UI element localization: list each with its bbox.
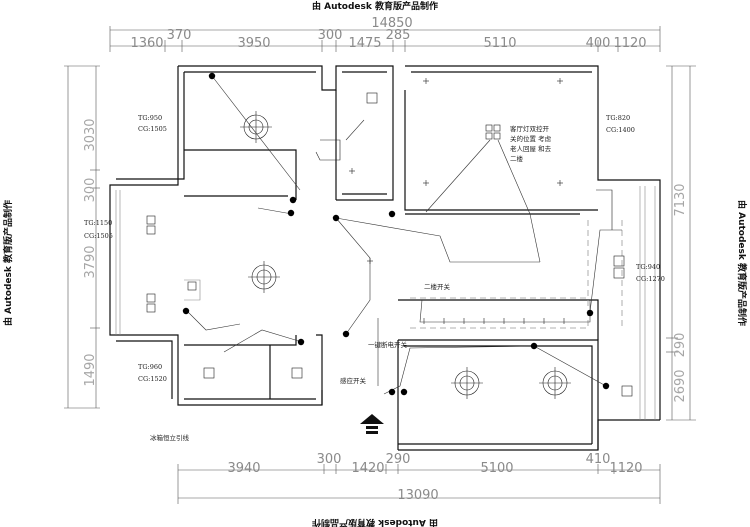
dim-bottom-seg-6: 410: [586, 452, 611, 467]
dim-top-seg-4: 300: [318, 28, 343, 43]
dim-bottom-seg-3: 1420: [351, 461, 384, 476]
dim-bottom-seg-7: 1120: [609, 461, 642, 476]
dim-right-seg-1: 7130: [673, 183, 688, 216]
downlights: [146, 92, 633, 397]
note-living-switch-2: 关的位置 考虑: [510, 134, 552, 143]
watermark-bottom: 由 Autodesk 教育版产品制作: [312, 517, 438, 527]
note-living-switch-1: 客厅灯双控开: [510, 124, 550, 133]
note-living-switch-4: 二楼: [510, 154, 524, 163]
dim-right-seg-3: 2690: [673, 369, 688, 402]
entrance-arrow-icon: [360, 414, 384, 434]
dim-top-total: 14850: [371, 16, 412, 31]
note-fridge: 冰箱恒立引线: [150, 433, 190, 442]
label-room-right-cg: CG:1270: [636, 275, 665, 283]
note-sensor-switch: 感应开关: [340, 376, 367, 385]
switch-nodes: [182, 72, 610, 396]
label-room-right-tg: TG:940: [636, 263, 660, 271]
dim-left-seg-4: 1490: [83, 353, 98, 386]
dim-top-seg-1: 1360: [130, 36, 163, 51]
dim-top-seg-5: 1475: [348, 36, 381, 51]
label-room-tl-tg: TG:950: [138, 114, 162, 122]
light-fixture-bedroom-top: [240, 111, 272, 143]
dim-top-seg-6: 285: [386, 28, 411, 43]
bottom-dimension-lines: [177, 464, 661, 504]
dim-bottom-seg-4: 290: [386, 452, 411, 467]
label-room-tr-tg: TG:820: [606, 114, 630, 122]
dim-top-seg-2: 370: [167, 28, 192, 43]
dim-bottom-total: 13090: [397, 488, 438, 503]
dim-bottom-seg-2: 300: [317, 452, 342, 467]
label-room-bl-tg: TG:960: [138, 363, 162, 371]
dim-top-seg-7: 5110: [483, 36, 516, 51]
ceiling-lights: [240, 111, 571, 399]
note-one-key-power: 一键断电开关: [368, 340, 408, 349]
dashed-lines: [410, 220, 623, 330]
watermark-right: 由 Autodesk 教育版产品制作: [736, 200, 748, 326]
light-fixture-bedroom-bottom-1: [451, 367, 483, 399]
note-second-floor-switch: 二楼开关: [424, 282, 451, 291]
watermark-top: 由 Autodesk 教育版产品制作: [312, 0, 438, 12]
note-living-switch-3: 老人回屋 和去: [510, 144, 552, 153]
label-room-bl-cg: CG:1520: [138, 375, 167, 383]
left-dimension-lines: [64, 65, 100, 409]
interior-walls: [184, 90, 613, 450]
right-dimension-lines: [666, 65, 696, 421]
light-fixture-bedroom-bottom-2: [539, 367, 571, 399]
dim-left-seg-2: 300: [83, 178, 98, 203]
label-room-tr-cg: CG:1400: [606, 126, 635, 134]
dim-left-seg-1: 3030: [83, 118, 98, 151]
dim-top-seg-9: 1120: [613, 36, 646, 51]
top-dimension-lines: [109, 26, 661, 52]
dim-top-seg-8: 400: [586, 36, 611, 51]
wiring: [185, 75, 622, 395]
dim-bottom-seg-1: 3940: [227, 461, 260, 476]
dim-bottom-seg-5: 5100: [480, 461, 513, 476]
label-room-left-cg: CG:1505: [84, 232, 113, 240]
dim-left-seg-3: 3790: [83, 245, 98, 278]
exterior-walls: [109, 65, 661, 451]
label-room-left-tg: TG:1150: [84, 219, 112, 227]
grid-marks: [349, 78, 565, 324]
window-band: [115, 186, 656, 420]
light-fixture-living: [248, 261, 280, 293]
dim-top-seg-3: 3950: [237, 36, 270, 51]
label-room-tl-cg: CG:1505: [138, 125, 167, 133]
watermark-left: 由 Autodesk 教育版产品制作: [2, 200, 14, 326]
dim-right-seg-2: 290: [673, 333, 688, 358]
